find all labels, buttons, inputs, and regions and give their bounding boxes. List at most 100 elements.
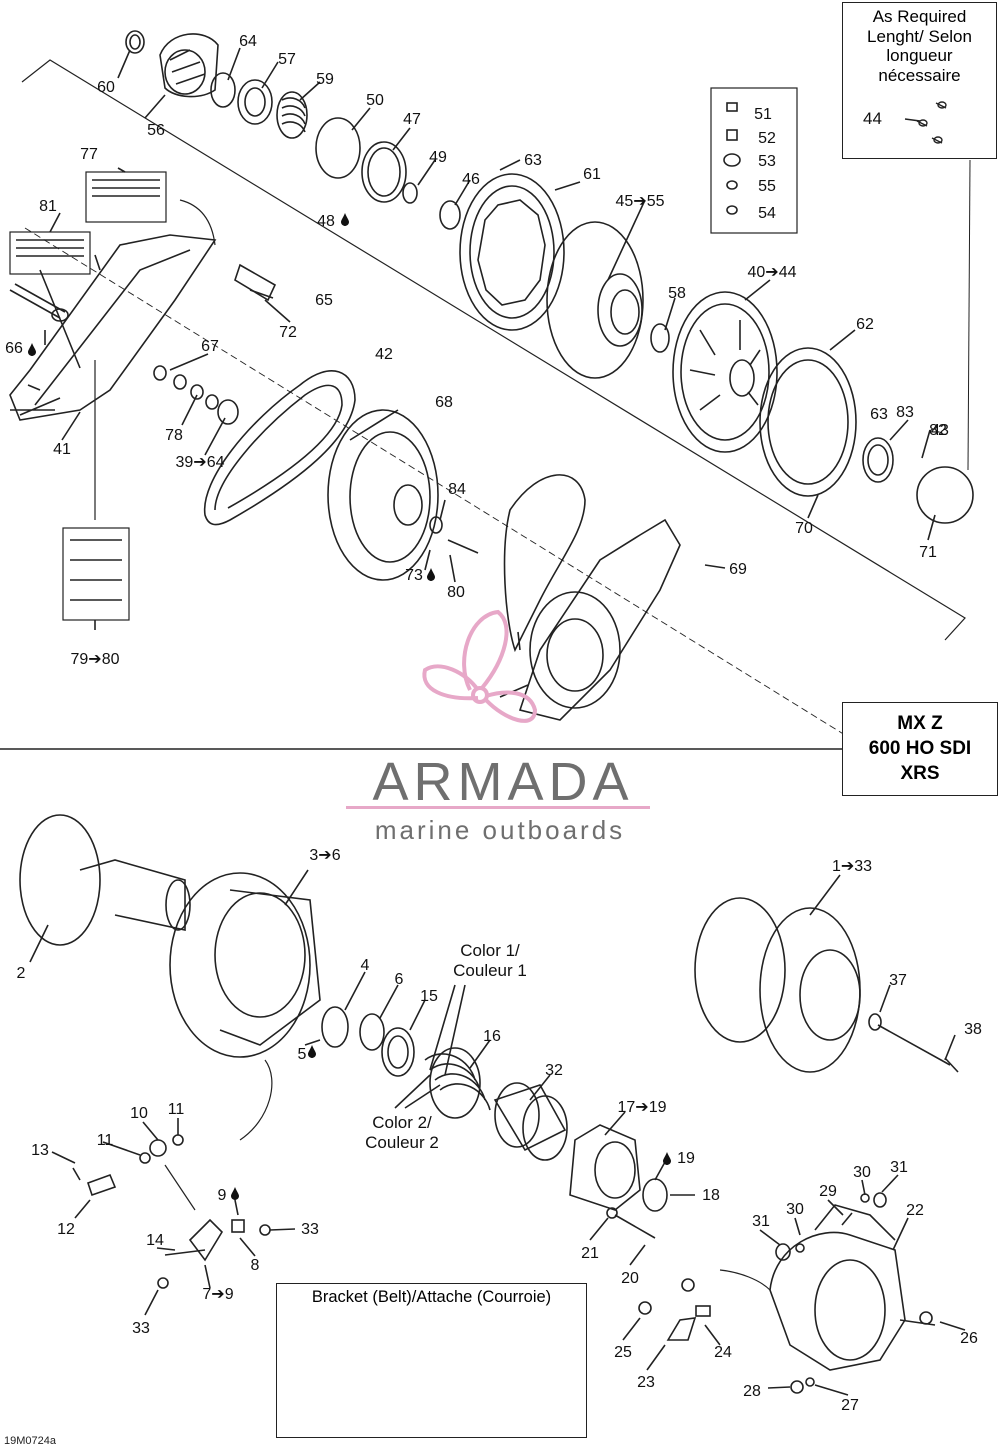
part-number-label: 37 [889, 972, 907, 989]
part-number-label: 30 [853, 1164, 871, 1181]
part-number-label: 78 [165, 427, 183, 444]
part-number-label: 13 [31, 1142, 49, 1159]
brand-divider [346, 806, 650, 809]
part-number-label: 7➔9 [202, 1286, 233, 1303]
part-number-label: 8 [251, 1257, 260, 1274]
part-number-label: 47 [403, 111, 421, 128]
part-number-label: 83 [896, 404, 914, 421]
part-number-label: 43 [931, 422, 949, 439]
part-number-label: 17➔19 [618, 1099, 667, 1116]
part-number-label: 4 [361, 957, 370, 974]
part-number-label: 12 [57, 1221, 75, 1238]
part-number-label: 5 [298, 1046, 307, 1063]
part-number-label: 68 [435, 394, 453, 411]
as-required-title: As Required Lenght/ Selon longueur néces… [867, 7, 972, 85]
part-number-label: 58 [668, 285, 686, 302]
part-number-label: 31 [890, 1159, 908, 1176]
part-number-label: 53 [758, 153, 776, 170]
bracket-inset-title: Bracket (Belt)/Attache (Courroie) [311, 1288, 552, 1306]
model-name: MX Z 600 HO SDI XRS [843, 711, 997, 786]
part-number-label: 33 [301, 1221, 319, 1238]
model-box: MX Z 600 HO SDI XRS [842, 702, 998, 796]
part-number-label: 72 [279, 324, 297, 341]
part-number-label: 81 [39, 198, 57, 215]
drawing-code: 19M0724a [4, 1435, 56, 1447]
part-number-label: 64 [239, 33, 257, 50]
part-number-label: 65 [315, 292, 333, 309]
part-number-label: 11 [168, 1101, 185, 1118]
part-number-label: 26 [960, 1330, 978, 1347]
bracket-inset-box: Bracket (Belt)/Attache (Courroie) [276, 1283, 587, 1438]
part-number-label: 3➔6 [309, 847, 340, 864]
part-number-label: 15 [420, 988, 438, 1005]
color-1-callout: Color 1/ Couleur 1 [453, 941, 527, 980]
part-number-label: 33 [132, 1320, 150, 1337]
part-number-label: 25 [614, 1344, 632, 1361]
part-number-label: 24 [714, 1344, 732, 1361]
part-number-label: 66 [5, 340, 23, 357]
part-number-label: 82 [929, 422, 947, 439]
part-number-label: 79➔80 [71, 651, 120, 668]
part-number-label: 19 [677, 1150, 695, 1167]
part-number-label: 20 [621, 1270, 639, 1287]
part-number-label: 31 [752, 1213, 770, 1230]
part-number-label: 56 [147, 122, 165, 139]
part-number-label: 63 [524, 152, 542, 169]
part-number-label: 42 [375, 346, 393, 363]
part-number-label: 38 [964, 1021, 982, 1038]
part-number-label: 73 [405, 567, 423, 584]
part-number-label: 2 [17, 965, 26, 982]
brand-watermark-name: ARMADA [372, 752, 634, 812]
part-number-label: 70 [795, 520, 813, 537]
part-number-label: 45➔55 [616, 193, 665, 210]
part-number-label: 59 [316, 71, 334, 88]
part-number-label: 23 [637, 1374, 655, 1391]
part-number-label: 41 [53, 441, 71, 458]
part-number-label: 67 [201, 338, 219, 355]
part-number-label: 62 [856, 316, 874, 333]
part-number-label: 51 [754, 106, 772, 123]
part-number-label: 55 [758, 178, 776, 195]
part-number-label: 39➔64 [176, 454, 225, 471]
part-number-label: 28 [743, 1383, 761, 1400]
part-number-label: 80 [447, 584, 465, 601]
part-number-label: 50 [366, 92, 384, 109]
part-number-label: 32 [545, 1062, 563, 1079]
part-number-label: 84 [448, 481, 466, 498]
part-number-label: 77 [80, 146, 98, 163]
part-number-label: 22 [906, 1202, 924, 1219]
model-line-3: XRS [900, 763, 940, 784]
brand-watermark-tagline: marine outboards [374, 815, 626, 845]
part-number-label: 71 [919, 544, 937, 561]
part-number-label: 40➔44 [748, 264, 797, 281]
color-2-callout: Color 2/ Couleur 2 [365, 1113, 439, 1152]
part-number-label: 18 [702, 1187, 720, 1204]
part-number-label: 29 [819, 1183, 837, 1200]
part-number-label: 52 [758, 130, 776, 147]
part-number-label: 63 [870, 406, 888, 423]
part-number-label: 30 [786, 1201, 804, 1218]
model-line-2: 600 HO SDI [868, 738, 972, 759]
part-number-label: 9 [218, 1187, 227, 1204]
as-required-parts: 44 [863, 101, 947, 144]
part-number-label: 60 [97, 79, 115, 96]
part-number-label: 61 [583, 166, 601, 183]
part-number-label: 69 [729, 561, 747, 578]
part-number-label: 57 [278, 51, 296, 68]
model-line-1: MX Z [897, 713, 943, 734]
part-number-label: 49 [429, 149, 447, 166]
part-number-label: 21 [581, 1245, 599, 1262]
part-number-label: 10 [130, 1105, 148, 1122]
part-label: 44 [863, 109, 882, 128]
part-number-label: 6 [395, 971, 404, 988]
part-number-label: 46 [462, 171, 480, 188]
part-number-label: 1➔33 [832, 858, 872, 875]
part-number-label: 14 [146, 1232, 164, 1249]
part-number-label: 48 [317, 213, 335, 230]
part-number-label: 54 [758, 205, 776, 222]
part-number-label: 16 [483, 1028, 501, 1045]
part-number-label: 27 [841, 1397, 859, 1414]
part-number-label: 11 [97, 1132, 114, 1149]
as-required-box: As Required Lenght/ Selon longueur néces… [842, 2, 997, 159]
